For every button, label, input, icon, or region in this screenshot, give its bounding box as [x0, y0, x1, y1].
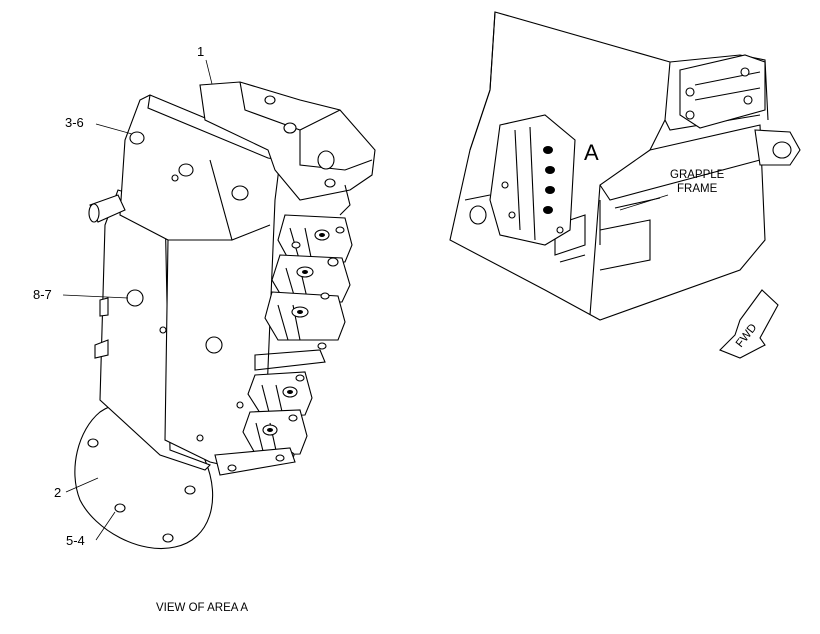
callout-2: 2	[54, 485, 61, 500]
valve-section	[247, 371, 313, 417]
mounting-bracket	[88, 94, 281, 471]
valve-section	[242, 409, 308, 459]
leader-3-6	[95, 123, 133, 135]
callout-8-7: 8-7	[33, 287, 52, 302]
valve-body	[199, 81, 376, 216]
callout-1: 1	[197, 44, 204, 59]
grapple-frame-overview: A GRAPPLE FRAME	[449, 11, 801, 321]
valve-assembly-detail: 1 3-6 8-7 2 5-4 VIEW OF AREA A	[33, 44, 376, 614]
frame-label-line2: FRAME	[677, 183, 718, 195]
valve-section-stack	[214, 214, 353, 476]
callout-3-6: 3-6	[65, 115, 84, 130]
forward-arrow-icon: FWD	[719, 289, 779, 359]
leader-2	[65, 477, 99, 493]
view-caption: VIEW OF AREA A	[156, 602, 248, 614]
frame-label-line1: GRAPPLE	[670, 169, 725, 181]
leader-8-7	[62, 294, 129, 299]
valve-section	[254, 291, 346, 371]
leader-5-4	[95, 511, 116, 541]
frame-leader	[619, 194, 669, 211]
callout-leaders	[62, 59, 213, 541]
area-marker: A	[584, 140, 599, 165]
mounting-plate	[74, 401, 214, 549]
callout-5-4: 5-4	[66, 533, 85, 548]
leader-1	[205, 59, 213, 85]
valve-location-small	[464, 114, 576, 246]
valve-section	[277, 214, 353, 263]
